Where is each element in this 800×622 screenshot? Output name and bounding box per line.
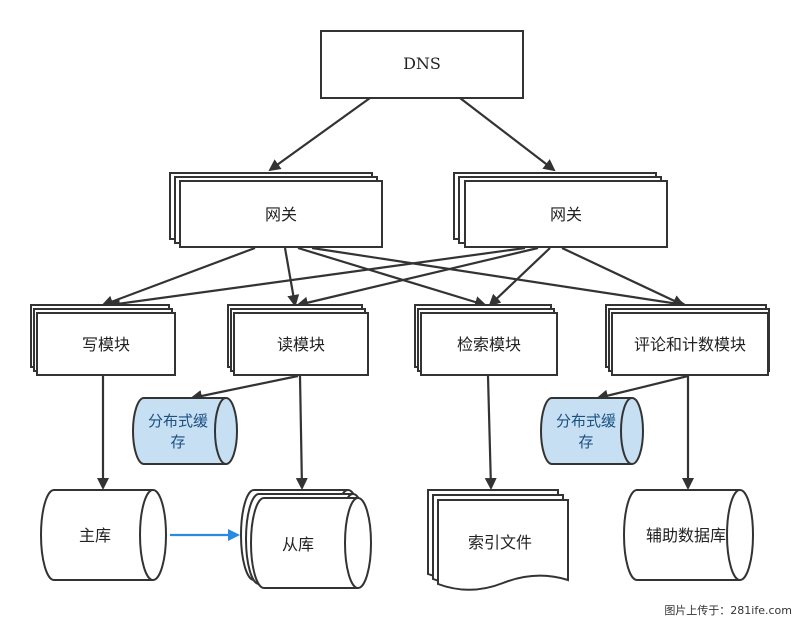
- edge-comment-cache: [596, 374, 689, 402]
- cache-right-node: 分布式缓 存: [540, 397, 644, 465]
- cache-left-label-line2: 存: [170, 433, 185, 451]
- master-db-node: 主库: [40, 489, 167, 581]
- edge-gwr-write: [108, 246, 526, 310]
- write-module-label: 写模块: [82, 335, 130, 354]
- write-module-node: 写模块: [30, 304, 176, 376]
- slave-db-label: 从库: [282, 535, 314, 554]
- comment-module-node: 评论和计数模块: [605, 304, 770, 376]
- edge-dns-gateway-left: [268, 97, 371, 172]
- cache-left-node: 分布式缓 存: [132, 397, 238, 465]
- dns-label: DNS: [403, 54, 441, 73]
- watermark-text: 图片上传于：281ife.com: [664, 604, 792, 617]
- comment-module-label: 评论和计数模块: [634, 335, 746, 354]
- search-module-label: 检索模块: [457, 335, 521, 354]
- edge-gwl-comment: [311, 246, 687, 310]
- index-file-node: 索引文件: [427, 489, 569, 591]
- edge-dns-gateway-right: [459, 97, 556, 172]
- edge-gwr-comment: [561, 247, 685, 307]
- gateway-right-label: 网关: [550, 205, 582, 224]
- edge-read-slave: [295, 375, 308, 490]
- cache-left-label-line1: 分布式缓: [148, 412, 208, 430]
- edge-search-index: [484, 375, 497, 490]
- aux-db-node: 辅助数据库: [623, 489, 754, 581]
- edge-read-cache: [190, 374, 299, 402]
- search-module-node: 检索模块: [414, 304, 558, 376]
- edge-gwl-search: [297, 246, 487, 308]
- aux-db-label: 辅助数据库: [646, 526, 726, 545]
- slave-db-node: 从库: [240, 489, 372, 589]
- edges: [97, 97, 694, 541]
- cache-right-label-line1: 分布式缓: [556, 412, 616, 430]
- edge-gwr-search: [488, 247, 551, 307]
- index-file-label: 索引文件: [468, 533, 532, 552]
- read-module-label: 读模块: [277, 335, 325, 354]
- gateway-right-node: 网关: [453, 172, 668, 248]
- edge-gwl-read: [283, 247, 300, 307]
- master-db-label: 主库: [79, 526, 111, 545]
- edge-gwl-write: [101, 246, 256, 308]
- dns-node: DNS: [320, 30, 524, 99]
- cache-right-label-line2: 存: [578, 433, 593, 451]
- gateway-left-node: 网关: [169, 172, 383, 248]
- read-module-node: 读模块: [227, 304, 369, 376]
- gateway-left-label: 网关: [265, 205, 297, 224]
- edge-gwr-read: [296, 246, 539, 309]
